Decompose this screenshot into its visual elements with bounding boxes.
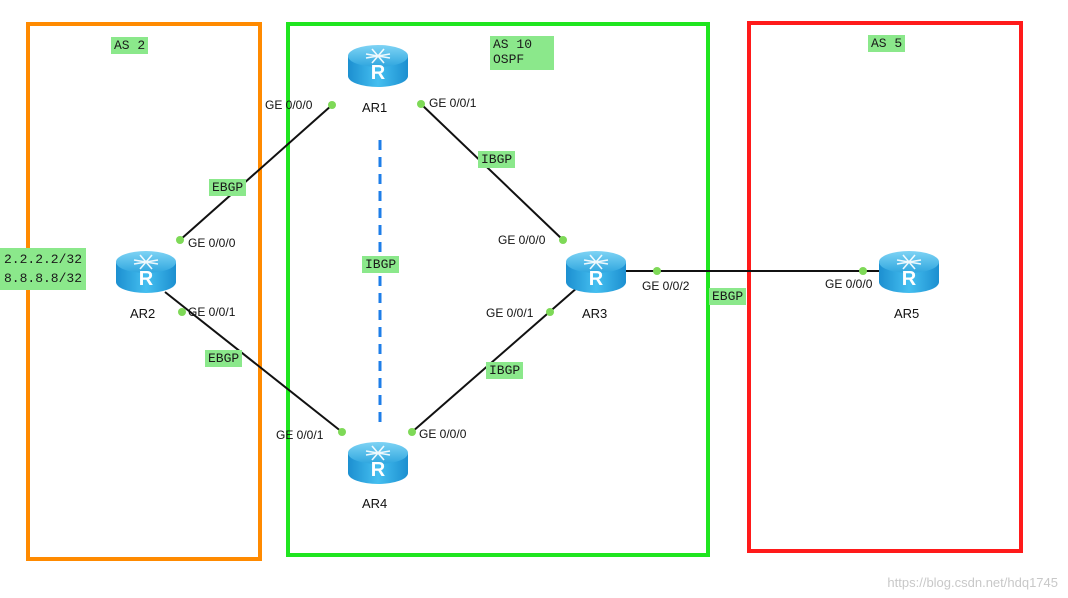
router-ar1-icon[interactable] [347, 44, 409, 88]
port-dot-ar4-g001 [338, 428, 346, 436]
port-ar3-g000: GE 0/0/0 [498, 233, 546, 247]
port-ar1-g000: GE 0/0/0 [265, 98, 313, 112]
port-ar2-g000: GE 0/0/0 [188, 236, 236, 250]
link-ar2-ar4 [164, 291, 343, 433]
router-ar4-icon[interactable] [347, 441, 409, 485]
router-ar4-name: AR4 [362, 496, 388, 511]
link-ar1-ar4-label: IBGP [362, 256, 400, 273]
link-ar2-ar1 [179, 104, 333, 241]
port-ar4-g000: GE 0/0/0 [419, 427, 467, 441]
port-dot-ar2-g001 [178, 308, 186, 316]
link-ar4-ar3-label: IBGP [486, 362, 524, 379]
as10-box [286, 22, 710, 557]
router-ar5-icon[interactable] [878, 250, 940, 294]
port-ar2-g001: GE 0/0/1 [188, 305, 236, 319]
router-ar2-name: AR2 [130, 306, 156, 321]
link-ar2-ar4-label: EBGP [205, 350, 243, 367]
port-dot-ar4-g000 [408, 428, 416, 436]
port-ar1-g001: GE 0/0/1 [429, 96, 477, 110]
port-dot-ar2-g000 [176, 236, 184, 244]
port-dot-ar3-g000 [559, 236, 567, 244]
as10-label: AS 10 OSPF [490, 36, 554, 70]
port-dots [176, 100, 867, 436]
link-ar3-ar5-label: EBGP [709, 288, 747, 305]
link-ar1-ar3-label: IBGP [478, 151, 516, 168]
port-dot-ar1-g000 [328, 101, 336, 109]
port-dot-ar3-g002 [653, 267, 661, 275]
port-ar5-g000: GE 0/0/0 [825, 277, 873, 291]
port-ar3-g001: GE 0/0/1 [486, 306, 534, 320]
as5-label: AS 5 [868, 35, 906, 52]
router-ar5-name: AR5 [894, 306, 920, 321]
as2-box [26, 22, 262, 561]
port-dot-ar3-g001 [546, 308, 554, 316]
as5-box [747, 21, 1023, 553]
link-ar2-ar1-label: EBGP [209, 179, 247, 196]
router-ar3-name: AR3 [582, 306, 608, 321]
port-dot-ar5-g000 [859, 267, 867, 275]
port-dot-ar1-g001 [417, 100, 425, 108]
port-ar3-g002: GE 0/0/2 [642, 279, 690, 293]
as2-label: AS 2 [111, 37, 149, 54]
watermark: https://blog.csdn.net/hdq1745 [887, 575, 1058, 590]
router-ar1-name: AR1 [362, 100, 388, 115]
router-ar2-icon[interactable] [115, 250, 177, 294]
link-ar1-ar3 [420, 103, 564, 241]
port-ar4-g001: GE 0/0/1 [276, 428, 324, 442]
router-ar3-icon[interactable] [565, 250, 627, 294]
ar2-networks-label: 2.2.2.2/32 8.8.8.8/32 [0, 248, 87, 290]
